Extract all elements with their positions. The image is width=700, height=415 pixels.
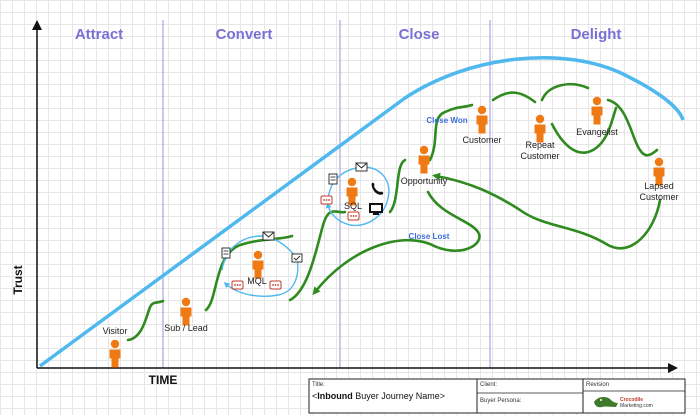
label-sub-lead: Sub / Lead [164,323,208,333]
path-customer-to-repeat [491,91,537,104]
title-block: Title: <Inbound Buyer Journey Name> Clie… [308,378,686,414]
note-close-lost: Close Lost [409,232,450,241]
label-repeat-customer-line2: Customer [520,151,559,161]
crocodile-logo: Crocodile Marketing.com [594,397,653,409]
checklist-icon [291,253,303,263]
sql-icons [320,162,384,221]
email-icon [262,231,275,241]
journey-paths [126,83,662,342]
axes [32,20,678,373]
title-block-buyer-persona-label: Buyer Persona: [480,398,522,404]
stage-label-attract: Attract [75,26,123,43]
doc-icon [221,247,231,259]
person-icon-opportunity [418,145,430,174]
person-icon-sub-lead [180,297,192,326]
phone-icon [371,182,384,195]
chat-icon [269,280,282,290]
path-lapsed-return [432,172,662,250]
stage-label-convert: Convert [216,26,273,43]
label-lapsed-customer-line2: Customer [639,192,678,202]
chat-icon [231,280,244,290]
label-evangelist: Evangelist [576,127,618,137]
label-visitor: Visitor [103,326,128,336]
person-icon-repeat-customer [534,114,546,143]
stage-dividers [162,20,491,368]
title-block-revision-label: Revision [586,382,609,388]
title-block-title-label: Title: [312,382,325,388]
path-opportunity-to-customer [428,103,474,162]
logo-text-line1: Crocodile [620,397,643,403]
stage-label-delight: Delight [571,26,622,43]
label-mql: MQL [247,276,267,286]
path-visitor-to-lead [126,299,165,342]
label-repeat-customer-line1: Repeat [525,140,555,150]
note-close-won: Close Won [426,116,467,125]
computer-icon [369,203,383,215]
path-repeat-to-evangelist [540,83,590,102]
path-evangelist-to-lapsed [606,98,659,157]
label-sql: SQL [344,201,362,211]
mql-icons [221,231,303,290]
chat-icon [320,195,333,205]
y-axis-label: Trust [11,265,25,294]
path-mql-to-sql [288,210,347,302]
person-icon-customer [476,105,488,134]
label-opportunity: Opportunity [401,176,448,186]
path-close-lost [312,190,481,296]
label-lapsed-customer-line1: Lapsed [644,181,674,191]
person-icon-mql [252,250,264,279]
cycle-sql [325,166,390,227]
trust-curve [38,56,685,368]
title-block-title-value: <Inbound Buyer Journey Name> [312,391,445,401]
person-icon-visitor [109,339,121,368]
title-block-client-label: Client: [480,382,497,388]
email-icon [355,162,368,172]
path-loop-customers [550,106,618,154]
doc-icon [328,173,338,185]
logo-text-line2: Marketing.com [620,403,653,409]
label-customer: Customer [462,135,501,145]
chat-icon [347,211,360,221]
stage-label-close: Close [399,26,440,43]
x-axis-label: TIME [149,373,178,387]
path-sql-to-opportunity [388,158,407,214]
path-lead-to-mql [204,234,294,312]
person-icon-evangelist [591,96,603,125]
